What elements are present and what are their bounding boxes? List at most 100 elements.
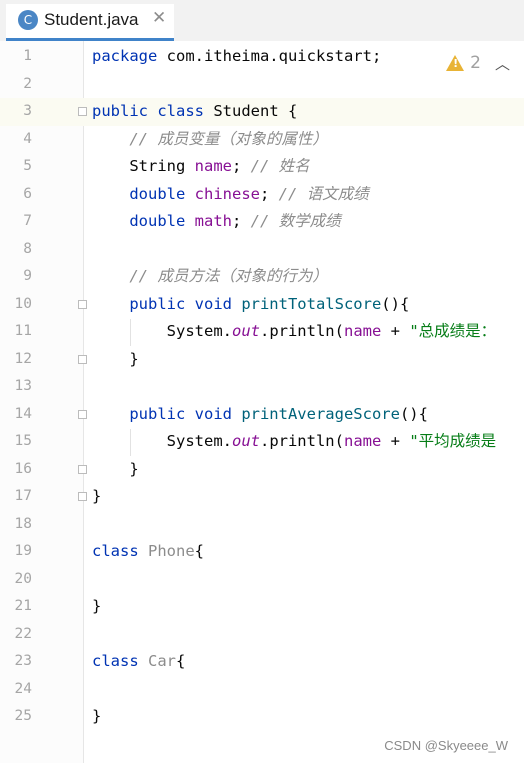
code-token (92, 185, 129, 203)
code-token: Car (148, 652, 176, 670)
code-token (92, 267, 129, 285)
code-token: out (231, 322, 260, 340)
fold-start-icon[interactable] (78, 409, 87, 419)
fold-end-icon[interactable] (78, 492, 87, 501)
line-number: 24 (14, 680, 32, 697)
code-token (92, 130, 129, 148)
tab-title: Student.java (44, 10, 139, 29)
code-token: math (194, 212, 232, 230)
code-text: package com.itheima.quickstart; (92, 43, 381, 71)
code-text: System.out.println(name + "平均成绩是 (92, 428, 497, 456)
code-line: 24 (0, 676, 524, 704)
code-token: } (92, 707, 102, 725)
code-token: public void (129, 294, 242, 313)
line-number: 21 (14, 598, 32, 614)
line-number: 1 (23, 48, 32, 64)
inspection-widget[interactable]: ! 2 ︿ (446, 52, 510, 74)
code-text: // 成员方法（对象的行为） (92, 263, 328, 291)
line-number: 9 (23, 268, 32, 284)
close-icon[interactable]: ✕ (152, 8, 167, 28)
line-number: 13 (14, 378, 32, 394)
code-line: 18 (0, 511, 524, 539)
line-number: 11 (14, 323, 32, 339)
code-token: package (92, 47, 167, 65)
fold-start-icon[interactable] (78, 107, 87, 116)
fold-end-icon[interactable] (78, 464, 87, 474)
tab-student-java[interactable]: C Student.java ✕ (6, 4, 174, 41)
code-token: chinese (194, 184, 260, 203)
code-text: public class Student { (92, 98, 297, 126)
code-line: 21} (0, 593, 524, 621)
code-text: System.out.println(name + "总成绩是： (92, 318, 497, 346)
fold-start-icon[interactable] (78, 299, 87, 309)
line-number: 8 (23, 240, 32, 257)
line-number: 19 (14, 543, 32, 559)
line-number: 16 (14, 460, 32, 477)
code-token: public void (129, 404, 242, 423)
line-number: 25 (14, 708, 32, 724)
code-line: 9 // 成员方法（对象的行为） (0, 263, 524, 291)
watermark: CSDN @Skyeeee_W (384, 738, 508, 753)
line-number: 22 (14, 625, 32, 642)
code-line: 14 public void printAverageScore(){ (0, 401, 524, 429)
code-token: Student { (213, 102, 298, 120)
code-line: 17} (0, 483, 524, 511)
code-line: 1 package com.itheima.quickstart; (0, 43, 524, 71)
code-text: public void printTotalScore(){ (92, 291, 409, 319)
code-token: System. (92, 432, 232, 450)
code-text: } (92, 703, 101, 731)
code-text: double chinese; // 语文成绩 (92, 181, 369, 209)
code-line: 6 double chinese; // 语文成绩 (0, 181, 524, 209)
code-line: 25} (0, 703, 524, 731)
code-token: // 成员方法（对象的行为） (129, 267, 328, 285)
code-token: } (92, 487, 102, 505)
code-token: name (343, 432, 382, 450)
line-number: 23 (14, 653, 32, 669)
code-token: Phone (148, 542, 195, 560)
line-number: 10 (14, 295, 32, 312)
code-text: public void printAverageScore(){ (92, 401, 428, 429)
code-token: System. (92, 322, 232, 340)
code-token: } (92, 349, 139, 368)
code-token: (){ (399, 404, 428, 423)
code-text: // 成员变量（对象的属性） (92, 126, 328, 154)
code-token: + (381, 432, 410, 450)
line-number: 7 (23, 213, 32, 229)
line-number: 18 (14, 515, 32, 532)
fold-end-icon[interactable] (78, 354, 87, 364)
line-number: 2 (23, 75, 32, 92)
code-token: com.itheima.quickstart; (166, 47, 382, 65)
code-token: + (381, 322, 410, 340)
code-token: name (343, 322, 382, 340)
code-token: ; (231, 212, 251, 230)
code-text: String name; // 姓名 (92, 153, 309, 181)
line-number: 17 (14, 488, 32, 504)
code-text: double math; // 数学成绩 (92, 208, 340, 236)
code-token: // 语文成绩 (278, 184, 369, 203)
code-token: } (92, 597, 102, 615)
code-text: } (92, 593, 101, 621)
active-tab-indicator (6, 38, 174, 41)
code-line: 13 (0, 373, 524, 401)
code-token: { (176, 652, 186, 670)
line-number: 20 (14, 570, 32, 587)
code-token: printAverageScore (241, 404, 400, 423)
code-text: } (92, 456, 139, 484)
code-token: double (129, 212, 195, 230)
line-number: 4 (23, 130, 32, 147)
code-line: 8 (0, 236, 524, 264)
java-class-icon: C (18, 10, 38, 30)
code-token (92, 405, 129, 423)
code-token (92, 212, 129, 230)
code-line: 12 } (0, 346, 524, 374)
line-number: 5 (23, 158, 32, 174)
code-token: ; (259, 184, 279, 203)
editor-tab-bar: C Student.java ✕ (0, 0, 524, 41)
code-token: .println( (259, 432, 344, 450)
line-number: 14 (14, 405, 32, 422)
chevron-up-icon[interactable]: ︿ (494, 54, 510, 73)
code-token: } (92, 459, 139, 478)
